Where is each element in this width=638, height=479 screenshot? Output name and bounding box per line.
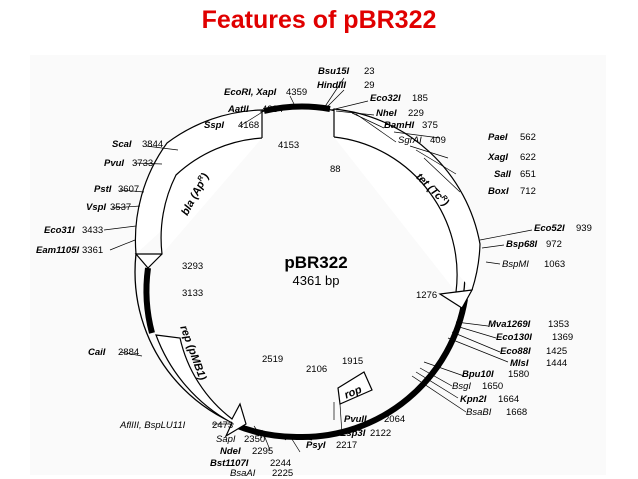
position-label: 2519	[262, 354, 283, 365]
plasmid-name: pBR322	[284, 253, 347, 272]
thick-segment-left	[143, 267, 155, 334]
feature-positions: 4153 88 3293 3133 1276 2519 2106 1915	[182, 140, 437, 375]
position-label: 1276	[416, 290, 437, 301]
position-label: 3133	[182, 288, 203, 299]
bla-gene-arrow	[134, 109, 263, 269]
map-background	[30, 55, 606, 475]
position-label: 2106	[306, 364, 327, 375]
position-label: 1915	[342, 356, 363, 367]
position-label: 88	[330, 164, 341, 175]
page-title: Features of pBR322	[201, 6, 437, 34]
thick-segment-bottom	[233, 298, 468, 441]
position-label: 4153	[278, 140, 299, 151]
rep-gene-arrow	[155, 334, 247, 438]
plasmid-size: 4361 bp	[293, 273, 340, 288]
site-leader-lines	[103, 77, 533, 453]
rop-gene-arrow	[337, 371, 373, 405]
tet-gene-arrow	[333, 108, 481, 309]
position-label: 3293	[182, 261, 203, 272]
